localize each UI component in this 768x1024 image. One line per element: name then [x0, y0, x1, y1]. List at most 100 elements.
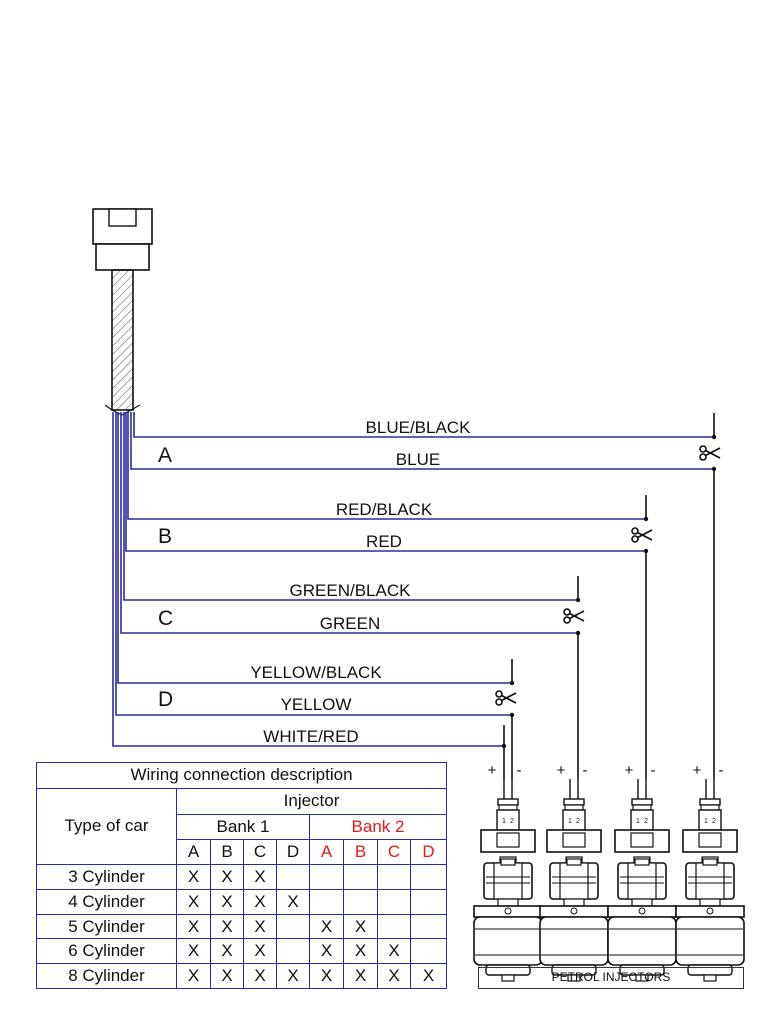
table-cell: [309, 864, 344, 890]
wire-label-yellow-black: YELLOW/BLACK: [250, 663, 382, 682]
type-of-car-header: Type of car: [36, 787, 177, 866]
junction-dots: [501, 434, 717, 749]
table-title: Wiring connection description: [35, 762, 448, 789]
pin-label: 1: [636, 818, 640, 825]
plus-terminal: +: [625, 762, 634, 779]
wire-label-white-red: WHITE/RED: [263, 727, 358, 746]
table-cell: X: [343, 963, 378, 989]
table-cell: X: [243, 963, 277, 989]
scissors-icon: [699, 445, 721, 461]
table-cell: X: [176, 913, 211, 940]
plus-terminal: +: [557, 762, 566, 779]
pin-label: 2: [712, 818, 716, 825]
minus-terminal: -: [651, 762, 656, 779]
scissors-icon: [631, 527, 653, 543]
row-label: 8 Cylinder: [36, 963, 177, 989]
injector-4: + - 1 2: [675, 762, 745, 982]
pin-label: 1: [704, 818, 708, 825]
minus-terminal: -: [517, 762, 522, 779]
group-letter-b: B: [158, 525, 172, 548]
bank2-header: Bank 2: [308, 813, 448, 841]
row-label: 3 Cylinder: [36, 864, 177, 890]
group-letter-d: D: [158, 688, 173, 711]
table-cell: X: [176, 864, 211, 890]
table-cell: [343, 888, 378, 915]
pin-label: 1: [568, 818, 572, 825]
pin-label: 2: [576, 818, 580, 825]
table-cell: X: [276, 963, 310, 989]
table-cell: [409, 938, 448, 965]
pin-label: 2: [510, 818, 514, 825]
table-cell: X: [309, 963, 344, 989]
wire-label-green-black: GREEN/BLACK: [290, 581, 412, 600]
harness-connector: [92, 208, 153, 416]
table-cell: [377, 913, 411, 940]
wire-label-blue-black: BLUE/BLACK: [366, 418, 472, 437]
table-cell: [276, 864, 310, 890]
table-cell: X: [243, 913, 277, 940]
table-cell: [409, 888, 448, 915]
table-cell: [276, 913, 310, 940]
table-cell: X: [377, 938, 411, 965]
table-cell: X: [210, 888, 244, 915]
column-header: C: [243, 839, 277, 866]
table-cell: X: [210, 913, 244, 940]
wire-label-red-black: RED/BLACK: [336, 500, 433, 519]
group-letter-a: A: [158, 444, 172, 467]
table-cell: X: [210, 938, 244, 965]
row-label: 6 Cylinder: [36, 938, 177, 965]
column-header: A: [309, 839, 344, 866]
pin-label: 2: [644, 818, 648, 825]
table-cell: [409, 913, 448, 940]
injector-3: + - 1 2: [607, 762, 677, 982]
column-header: C: [377, 839, 411, 866]
table-cell: X: [243, 864, 277, 890]
table-cell: X: [243, 888, 277, 915]
injector-2: + - 1 2: [539, 762, 609, 982]
column-header: D: [409, 839, 448, 866]
table-cell: X: [309, 913, 344, 940]
table-cell: X: [176, 963, 211, 989]
table-cell: X: [377, 963, 411, 989]
table-cell: X: [176, 888, 211, 915]
table-cell: X: [210, 963, 244, 989]
injector-1: + - 1 2: [473, 762, 543, 982]
petrol-injectors-caption: PETROL INJECTORS: [478, 967, 744, 989]
table-cell: [409, 864, 448, 890]
wire-bundle: [112, 412, 714, 747]
table-cell: X: [309, 938, 344, 965]
column-header: A: [176, 839, 211, 866]
column-header: B: [343, 839, 378, 866]
table-cell: [377, 888, 411, 915]
wire-label-yellow: YELLOW: [281, 695, 352, 714]
injector-header: Injector: [175, 787, 448, 815]
minus-terminal: -: [583, 762, 588, 779]
injector-feed-lines: [503, 413, 715, 779]
column-header: D: [276, 839, 310, 866]
group-letter-c: C: [158, 607, 173, 630]
table-cell: [309, 888, 344, 915]
pin-label: 1: [502, 818, 506, 825]
table-cell: X: [409, 963, 448, 989]
plus-terminal: +: [693, 762, 702, 779]
wire-label-green: GREEN: [320, 614, 380, 633]
scissors-icon: [563, 608, 585, 624]
bank1-header: Bank 1: [176, 813, 310, 841]
wire-label-blue: BLUE: [396, 450, 440, 469]
minus-terminal: -: [719, 762, 724, 779]
table-cell: X: [176, 938, 211, 965]
table-cell: X: [243, 938, 277, 965]
column-header: B: [210, 839, 244, 866]
plus-terminal: +: [488, 762, 497, 779]
table-cell: X: [343, 938, 378, 965]
table-cell: X: [343, 913, 378, 940]
wiring-connection-table: Wiring connection description Type of ca…: [35, 762, 448, 989]
row-label: 4 Cylinder: [36, 888, 177, 915]
